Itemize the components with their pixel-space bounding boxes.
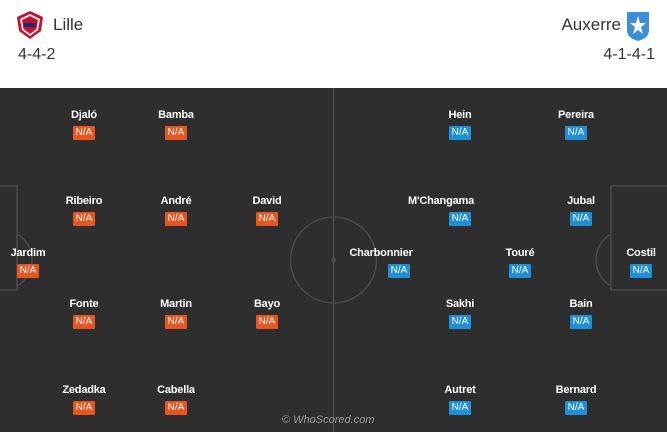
player-rating: N/A [255,315,279,329]
player-name: Jubal [567,195,595,207]
player-away-charbonnier[interactable]: Charbonnier N/A [336,247,426,278]
player-rating: N/A [16,264,40,278]
player-home-bayo[interactable]: Bayo N/A [222,298,312,329]
player-home-martin[interactable]: Martin N/A [131,298,221,329]
player-home-david[interactable]: David N/A [222,195,312,226]
player-rating: N/A [564,126,588,140]
player-home-fonte[interactable]: Fonte N/A [39,298,129,329]
pitch-markings [0,88,667,432]
pitch: Djaló N/A Bamba N/A Ribeiro N/A André N/… [0,88,667,432]
player-name: Hein [448,109,472,121]
player-name: Djaló [71,109,97,121]
player-home-djalo[interactable]: Djaló N/A [39,109,129,140]
player-home-jardim[interactable]: Jardim N/A [0,247,73,278]
player-name: Cabella [157,384,195,396]
player-name: Zedadka [62,384,106,396]
player-name: Autret [444,384,476,396]
player-name: Touré [505,247,535,259]
home-team-name[interactable]: Lille [53,15,84,34]
player-rating: N/A [569,315,593,329]
player-rating: N/A [569,212,593,226]
player-name: Costil [626,247,656,259]
player-rating: N/A [72,126,96,140]
player-rating: N/A [72,401,96,415]
player-away-mchangama[interactable]: M'Changama N/A [396,195,486,226]
player-away-pereira[interactable]: Pereira N/A [531,109,621,140]
home-formation: 4-4-2 [18,46,56,63]
away-formation: 4-1-4-1 [603,46,655,63]
player-rating: N/A [164,401,188,415]
player-name: André [160,195,192,207]
player-name: M'Changama [407,195,474,207]
player-rating: N/A [629,264,653,278]
player-home-bamba[interactable]: Bamba N/A [131,109,221,140]
player-away-hein[interactable]: Hein N/A [415,109,505,140]
player-home-zedadka[interactable]: Zedadka N/A [39,384,129,415]
player-away-sakhi[interactable]: Sakhi N/A [415,298,505,329]
player-rating: N/A [448,401,472,415]
player-name: Bain [569,298,593,310]
player-rating: N/A [72,315,96,329]
player-away-bernard[interactable]: Bernard N/A [531,384,621,415]
player-name: Sakhi [445,298,475,310]
player-home-ribeiro[interactable]: Ribeiro N/A [39,195,129,226]
player-away-jubal[interactable]: Jubal N/A [536,195,626,226]
player-away-autret[interactable]: Autret N/A [415,384,505,415]
player-away-toure[interactable]: Touré N/A [475,247,565,278]
player-name: Ribeiro [65,195,103,207]
player-home-andre[interactable]: André N/A [131,195,221,226]
player-home-cabella[interactable]: Cabella N/A [131,384,221,415]
away-team-name[interactable]: Auxerre [561,15,621,34]
watermark: © WhoScored.com [282,414,375,426]
lille-crest-icon [17,11,43,39]
match-header: Lille 4-4-2 Auxerre 4-1-4-1 [0,0,667,88]
auxerre-crest-icon [627,12,649,41]
player-name: Martin [160,298,192,310]
player-name: Bayo [253,298,281,310]
player-name: Bamba [158,109,194,121]
player-name: Jardim [10,247,46,259]
player-rating: N/A [164,126,188,140]
player-rating: N/A [448,315,472,329]
player-name: David [252,195,282,207]
player-name: Charbonnier [349,247,413,259]
player-rating: N/A [508,264,532,278]
player-rating: N/A [164,212,188,226]
player-rating: N/A [564,401,588,415]
player-rating: N/A [164,315,188,329]
player-away-bain[interactable]: Bain N/A [536,298,626,329]
player-name: Fonte [69,298,99,310]
player-rating: N/A [387,264,411,278]
player-rating: N/A [255,212,279,226]
player-away-costil[interactable]: Costil N/A [596,247,667,278]
player-name: Bernard [555,384,597,396]
player-name: Pereira [558,109,594,121]
player-rating: N/A [448,126,472,140]
player-rating: N/A [448,212,472,226]
player-rating: N/A [72,212,96,226]
